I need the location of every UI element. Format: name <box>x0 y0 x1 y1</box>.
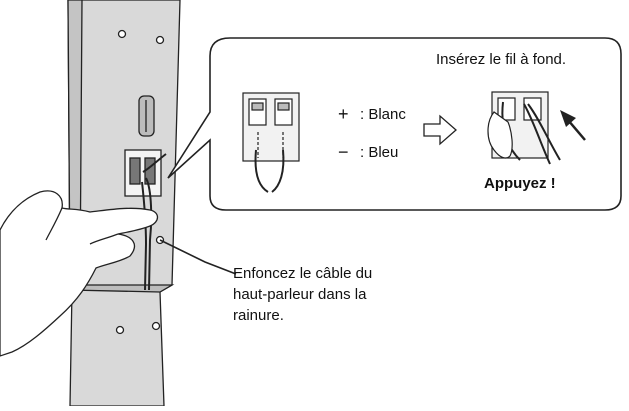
plus-symbol: + <box>338 104 349 124</box>
hand-icon <box>0 190 159 357</box>
callout-heading: Insérez le fil à fond. <box>436 51 567 68</box>
push-arrow-icon <box>560 110 586 141</box>
plus-white-label: + : Blanc <box>338 105 406 123</box>
terminal-push-illustration <box>487 91 561 165</box>
speaker-column <box>67 0 181 407</box>
push-label: Appuyez ! <box>484 175 556 192</box>
cable-note-line-3: rainure. <box>233 307 284 324</box>
leader-line <box>159 239 237 275</box>
minus-text: : Bleu <box>360 144 399 161</box>
arrow-right-outline-icon <box>423 114 457 146</box>
cable-note: Enfoncez le câble du haut-parleur dans la… <box>233 263 372 326</box>
minus-blue-label: −: Bleu <box>338 143 398 161</box>
cable-note-line-1: Enfoncez le câble du <box>233 265 373 282</box>
callout-bubble <box>167 37 622 211</box>
plus-text: : Blanc <box>360 106 406 123</box>
terminal-clip-icon <box>242 92 300 193</box>
minus-symbol: − <box>338 142 349 162</box>
cable-note-line-2: haut-parleur dans la <box>233 286 367 303</box>
